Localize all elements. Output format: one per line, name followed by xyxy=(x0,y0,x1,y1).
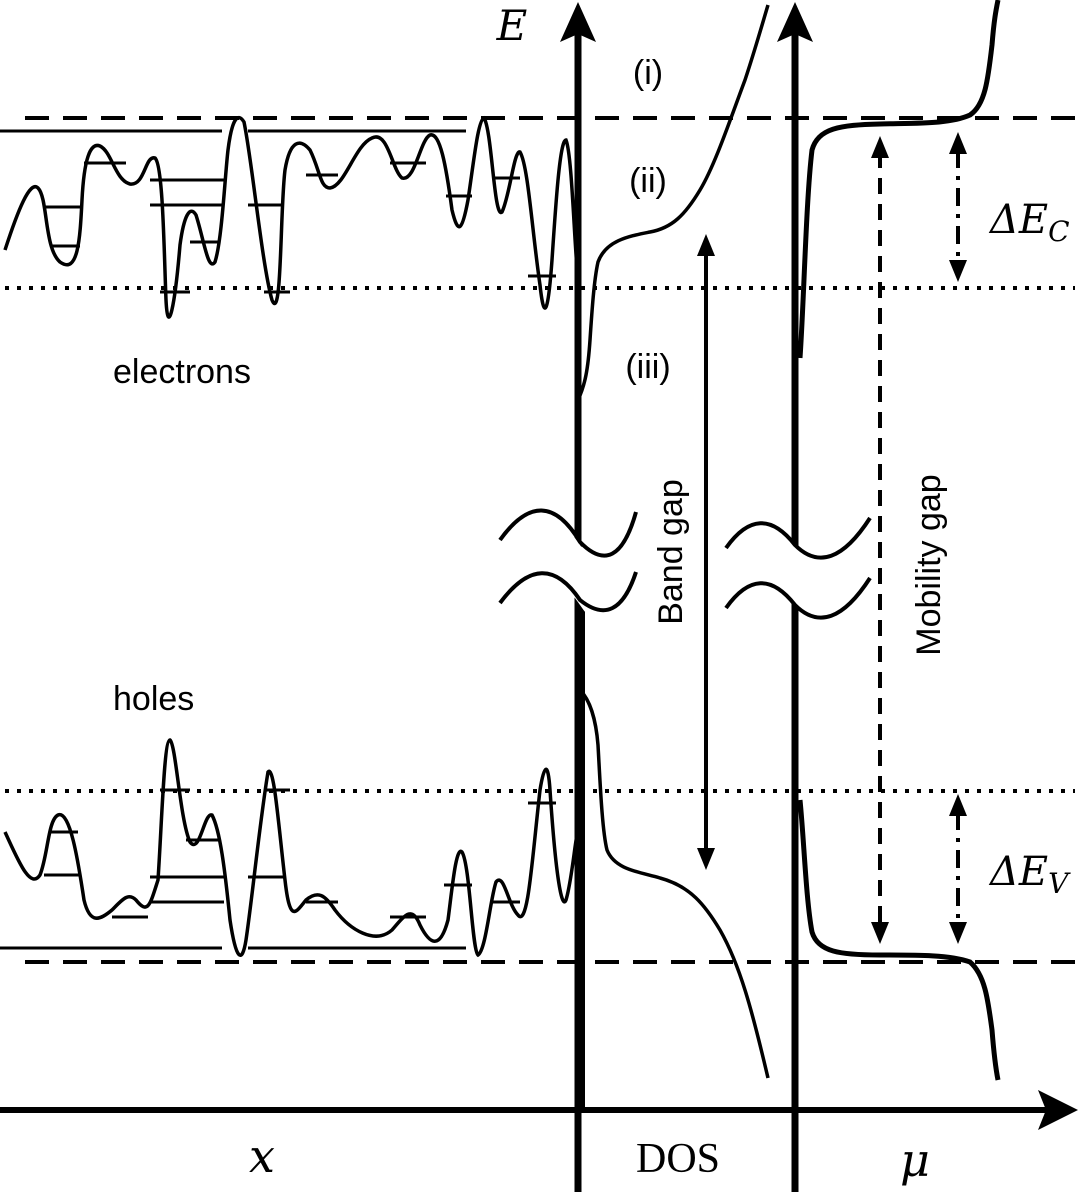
delta-ev-subscript: V xyxy=(1048,867,1071,900)
mobility-axis-break-mask xyxy=(726,518,870,623)
delta-ev-label: ΔEV xyxy=(988,849,1071,900)
delta-ec-arrowhead-top xyxy=(949,132,967,154)
band-gap-arrowhead-top xyxy=(697,234,715,256)
dos-axis-break-mask xyxy=(500,512,636,627)
band-gap-arrowhead-bottom xyxy=(697,848,715,870)
potential-landscape xyxy=(3,115,580,958)
delta-ev-symbol: ΔE xyxy=(988,849,1048,895)
delta-ec-arrowhead-bottom xyxy=(949,260,967,282)
dos-break-wave-bottom xyxy=(498,571,638,613)
holes-label: holes xyxy=(113,680,194,718)
labels: E x DOS μ (i) (ii) (iii) electrons holes… xyxy=(113,1,1071,1187)
mobility-curves xyxy=(797,0,1001,1081)
x-axis-arrowhead xyxy=(1038,1090,1078,1130)
electrons-label: electrons xyxy=(113,353,251,391)
mobility-break-wave-top xyxy=(724,516,872,560)
energy-axis-arrowhead xyxy=(560,2,596,42)
gap-arrows xyxy=(697,132,967,944)
position-axis-label: x xyxy=(249,1129,275,1183)
delta-ev-arrowhead-bottom xyxy=(949,922,967,944)
conduction-dos-curve xyxy=(576,4,770,401)
dos-break-wave-top xyxy=(498,508,638,558)
band-gap-label: Band gap xyxy=(652,479,690,625)
mobility-axis-label: μ xyxy=(900,1133,930,1187)
dos-axis-label: DOS xyxy=(636,1136,720,1182)
localized-levels xyxy=(0,129,556,950)
delta-ec-symbol: ΔE xyxy=(988,197,1048,243)
conduction-mobility-curve xyxy=(797,0,1001,359)
mobility-gap-arrowhead-bottom xyxy=(871,922,889,944)
mobility-break-wave-bottom xyxy=(724,576,872,620)
valence-mobility-curve xyxy=(797,799,1001,1081)
region-iii-label: (iii) xyxy=(625,348,670,386)
reference-lines xyxy=(5,116,1075,964)
dos-curves xyxy=(576,4,770,1079)
axis-breaks xyxy=(498,508,872,627)
valence-band-potential-curve xyxy=(3,738,580,958)
mobility-gap-label: Mobility gap xyxy=(910,474,948,655)
region-i-label: (i) xyxy=(633,54,663,92)
region-ii-label: (ii) xyxy=(629,162,667,200)
conduction-band-potential-curve xyxy=(3,115,580,319)
mobility-axis-arrowhead xyxy=(777,2,813,42)
delta-ec-label: ΔEC xyxy=(988,197,1070,248)
delta-ev-arrowhead-top xyxy=(949,794,967,816)
valence-dos-curve xyxy=(578,688,770,1079)
delta-ec-subscript: C xyxy=(1048,215,1069,248)
energy-axis-label: E xyxy=(496,1,528,50)
mobility-gap-arrowhead-top xyxy=(871,136,889,158)
